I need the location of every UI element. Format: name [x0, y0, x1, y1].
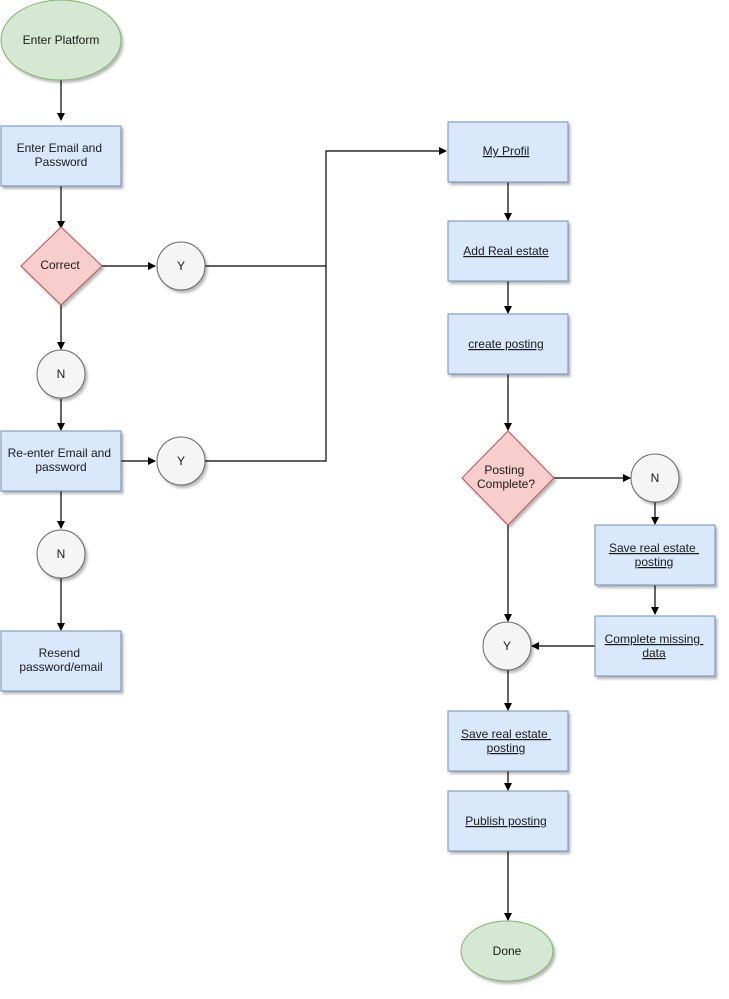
save-posting-top-link[interactable]: Save real estate posting	[609, 541, 699, 569]
y-connector-3-shape	[482, 621, 532, 671]
publish-posting-link[interactable]: Publish posting	[465, 814, 546, 828]
y-connector-1-label: Y	[177, 259, 185, 273]
reenter-email-shape	[0, 430, 122, 492]
y-connector-1-shape	[156, 241, 206, 291]
n-connector-1-label: N	[57, 367, 66, 381]
y-connector-1[interactable]: Y	[156, 241, 206, 291]
create-posting-link[interactable]: create posting	[468, 337, 543, 351]
my-profil-shape	[447, 121, 569, 183]
my-profil-node[interactable]: My Profil	[447, 121, 569, 183]
add-real-estate-node[interactable]: Add Real estate	[447, 220, 569, 282]
create-posting-node[interactable]: create posting	[447, 313, 569, 375]
n-connector-2-label: N	[57, 547, 66, 561]
correct-decision-shape	[20, 226, 103, 306]
enter-email-label: Enter Email and Password	[17, 141, 106, 169]
enter-platform-node[interactable]: Enter Platform	[0, 0, 122, 81]
publish-posting-node[interactable]: Publish posting	[447, 790, 569, 852]
publish-posting-shape	[447, 790, 569, 852]
resend-node[interactable]: Resend password/email	[0, 630, 122, 692]
create-posting-shape	[447, 313, 569, 375]
y-connector-2[interactable]: Y	[156, 436, 206, 486]
n-connector-3[interactable]: N	[630, 453, 680, 503]
resend-label: Resend password/email	[19, 646, 102, 674]
n-connector-1[interactable]: N	[36, 349, 86, 399]
save-posting-top-shape	[594, 524, 716, 586]
resend-shape	[0, 630, 122, 692]
n-connector-3-shape	[630, 453, 680, 503]
y-connector-3[interactable]: Y	[482, 621, 532, 671]
done-label: Done	[493, 944, 522, 958]
y-connector-2-label: Y	[177, 454, 185, 468]
edge-y2-to-profil	[205, 266, 327, 462]
enter-platform-shape	[0, 0, 122, 81]
reenter-email-label: Re-enter Email and password	[8, 446, 115, 474]
complete-missing-node[interactable]: Complete missing data	[594, 615, 716, 677]
correct-label: Correct	[40, 258, 80, 272]
save-posting-bottom-link[interactable]: Save real estate posting	[461, 727, 551, 755]
n-connector-1-shape	[36, 349, 86, 399]
complete-missing-shape	[594, 615, 716, 677]
my-profil-link[interactable]: My Profil	[483, 144, 530, 158]
edge-y1-to-profil	[205, 147, 447, 267]
correct-decision-node[interactable]: Correct	[20, 226, 103, 306]
done-shape	[460, 920, 554, 982]
enter-platform-label: Enter Platform	[23, 33, 100, 47]
save-posting-bottom-shape	[447, 710, 569, 772]
posting-complete-decision-node[interactable]: Posting Complete?	[461, 430, 555, 526]
y-connector-3-label: Y	[503, 639, 511, 653]
enter-email-shape	[0, 125, 122, 187]
posting-complete-label: Posting Complete?	[477, 463, 535, 491]
complete-missing-link[interactable]: Complete missing data	[605, 632, 704, 660]
n-connector-2-shape	[36, 529, 86, 579]
reenter-email-node[interactable]: Re-enter Email and password	[0, 430, 122, 492]
enter-email-node[interactable]: Enter Email and Password	[0, 125, 122, 187]
posting-complete-shape	[461, 430, 555, 526]
y-connector-2-shape	[156, 436, 206, 486]
done-node[interactable]: Done	[460, 920, 554, 982]
save-posting-bottom-node[interactable]: Save real estate posting	[447, 710, 569, 772]
add-real-estate-link[interactable]: Add Real estate	[463, 244, 549, 258]
save-posting-top-node[interactable]: Save real estate posting	[594, 524, 716, 586]
n-connector-3-label: N	[651, 471, 660, 485]
edges	[57, 80, 659, 921]
n-connector-2[interactable]: N	[36, 529, 86, 579]
add-real-estate-shape	[447, 220, 569, 282]
